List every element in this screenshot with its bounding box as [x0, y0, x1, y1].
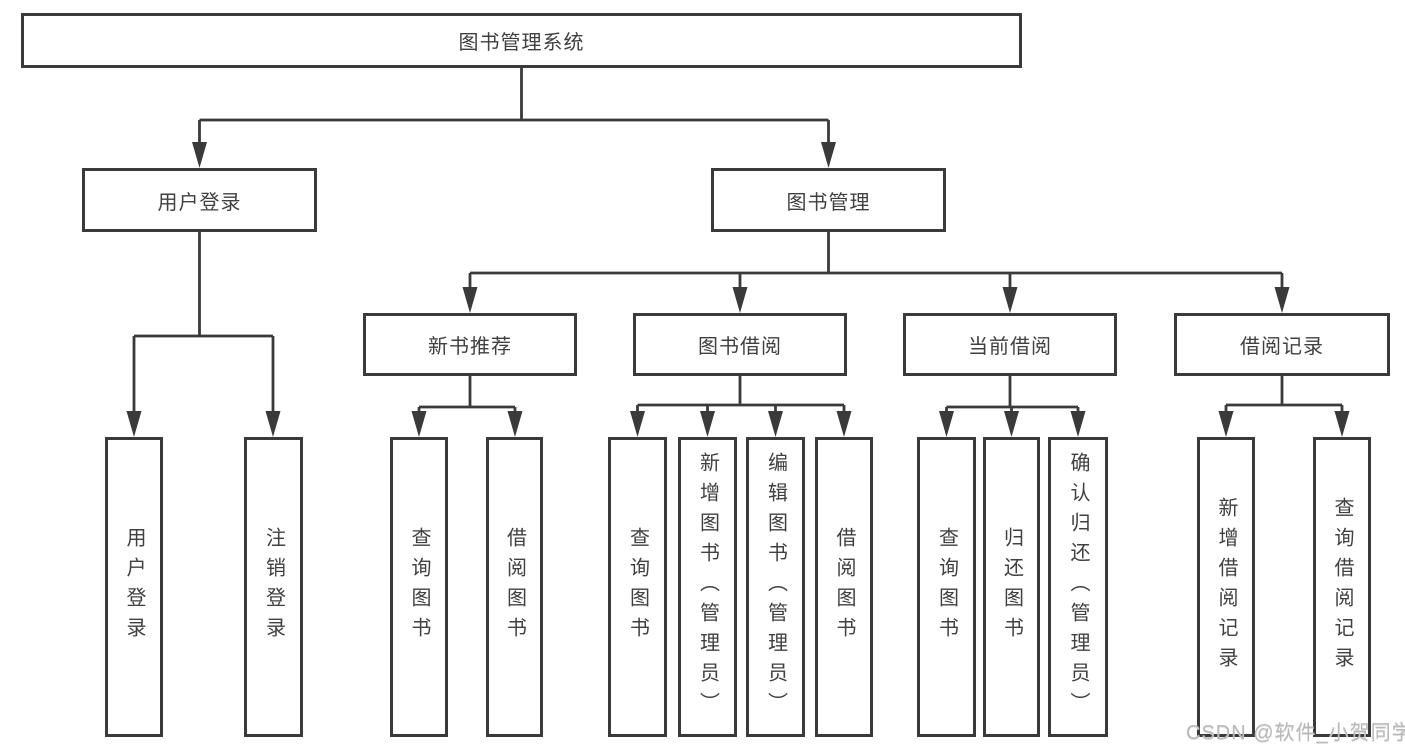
- leaf-query-books-3: 查询图书: [917, 437, 976, 737]
- leaf-label: 查询图书: [626, 527, 649, 647]
- node-current-borrow: 当前借阅: [903, 313, 1117, 376]
- node-label: 图书借阅: [698, 336, 782, 358]
- node-label: 用户登录: [157, 191, 242, 214]
- leaf-query-books-1: 查询图书: [390, 437, 448, 737]
- leaf-label: 归还图书: [1000, 527, 1023, 647]
- node-label: 图书管理系统: [458, 32, 585, 54]
- leaf-label: 借阅图书: [833, 527, 855, 647]
- node-book-borrow: 图书借阅: [633, 313, 847, 376]
- leaf-edit-book-admin: 编辑图书（管理员）: [746, 437, 805, 737]
- leaf-add-borrow-record: 新增借阅记录: [1197, 437, 1255, 737]
- node-borrow-records: 借阅记录: [1174, 313, 1390, 376]
- node-new-book-recommend: 新书推荐: [363, 313, 577, 376]
- leaf-label: 查询图书: [408, 527, 430, 647]
- leaf-confirm-return-admin: 确认归还（管理员）: [1048, 437, 1108, 737]
- node-label: 图书管理: [786, 191, 871, 214]
- node-label: 借阅记录: [1240, 336, 1324, 358]
- leaf-borrow-books-2: 借阅图书: [815, 437, 873, 737]
- leaf-add-book-admin: 新增图书（管理员）: [678, 437, 737, 737]
- leaf-label: 用户登录: [123, 527, 145, 647]
- leaf-borrow-books-1: 借阅图书: [486, 437, 543, 737]
- node-user-login: 用户登录: [82, 168, 317, 232]
- node-book-management: 图书管理: [711, 168, 946, 232]
- leaf-query-borrow-record: 查询借阅记录: [1313, 437, 1371, 737]
- leaf-label: 编辑图书（管理员）: [764, 452, 787, 722]
- leaf-label: 借阅图书: [503, 527, 526, 647]
- leaf-label: 确认归还（管理员）: [1067, 452, 1089, 722]
- leaf-label: 查询借阅记录: [1331, 497, 1353, 677]
- csdn-watermark: CSDN @软件_小贺同学: [1186, 722, 1405, 744]
- node-label: 新书推荐: [428, 336, 512, 358]
- leaf-label: 新增图书（管理员）: [696, 452, 719, 722]
- leaf-return-books: 归还图书: [983, 437, 1040, 737]
- leaf-label: 查询图书: [935, 527, 958, 647]
- leaf-label: 新增借阅记录: [1215, 497, 1237, 677]
- node-root: 图书管理系统: [21, 13, 1022, 68]
- leaf-query-books-2: 查询图书: [608, 437, 667, 737]
- node-label: 当前借阅: [968, 336, 1052, 358]
- leaf-logout: 注销登录: [244, 437, 303, 737]
- leaf-label: 注销登录: [262, 527, 285, 647]
- leaf-user-login: 用户登录: [105, 437, 163, 737]
